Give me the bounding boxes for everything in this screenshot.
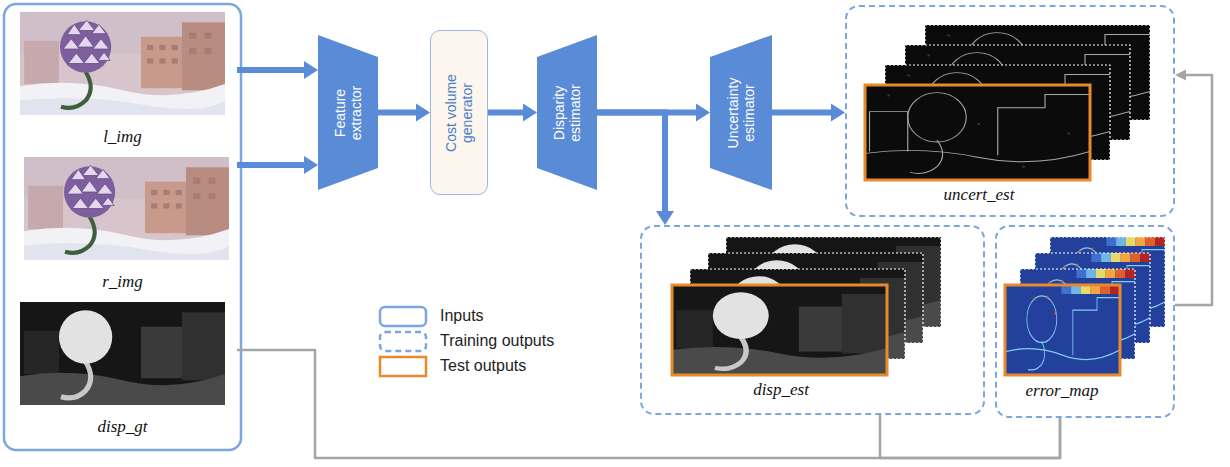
flow-arrow [237,61,318,79]
legend-dashed-sample [380,332,426,351]
block-shape [710,35,772,190]
arrow-head [304,61,318,79]
flow-arrow [597,113,674,226]
node-label: r_img [8,272,237,292]
network-block: Feature extractor [318,35,378,190]
connector-line [772,110,832,116]
ground-truth-image [20,302,225,405]
connector-line [378,110,417,116]
legend-solid-sample [380,307,426,326]
arrow-head [523,104,537,122]
inputs-panel [4,4,241,450]
feedback-line [1175,70,1212,306]
output-panel: uncert_est [845,5,1175,217]
node-label: uncert_est [944,185,1015,205]
block-shape [318,35,378,190]
arrow-head [416,104,430,122]
arrow-head [1175,70,1186,81]
flow-arrow [237,156,318,174]
connector-line [880,415,1060,458]
node-label: disp_est [753,380,809,400]
image-input: r_img [8,153,237,296]
node-label: Cost volume generator [443,68,475,158]
node-label: Uncertainty estimator [725,68,757,158]
node-label: error_map [1025,381,1098,401]
feedback-line [237,350,1060,458]
disparity-stack [672,237,941,375]
arrow-head [696,104,710,122]
image-input: l_img [8,8,237,151]
network-block: Uncertainty estimator [710,35,772,190]
uncertainty-stack [865,25,1150,180]
right-image [24,157,229,260]
legend-label: Training outputs [440,331,554,351]
arrow-head [304,156,318,174]
left-image [20,12,225,115]
node-label: Feature extractor [332,68,364,158]
block-shape [537,35,597,190]
connector-line [488,110,524,116]
node-label: disp_gt [8,417,237,437]
legend-orange-sample [380,357,426,376]
error-stack [1005,237,1165,375]
flow-arrow [378,104,430,122]
legend-label: Test outputs [440,356,526,376]
image-input: disp_gt [8,298,237,441]
connector-line [237,162,305,168]
output-panel: disp_est [640,225,985,415]
output-panel: error_map [995,225,1175,418]
network-block: Disparity estimator [537,35,597,190]
connector-line [597,113,665,213]
flow-arrow [772,104,845,122]
arrow-head [831,104,845,122]
module-box: Cost volume generator [430,30,488,195]
flow-arrow [488,104,537,122]
connector-line [237,350,1060,458]
arrow-head [656,211,674,225]
connector-line [1175,75,1212,305]
node-label: l_img [8,127,237,147]
feedback-line [880,415,1060,458]
legend-label: Inputs [440,306,484,326]
node-label: Disparity estimator [551,68,583,158]
connector-line [237,67,305,73]
